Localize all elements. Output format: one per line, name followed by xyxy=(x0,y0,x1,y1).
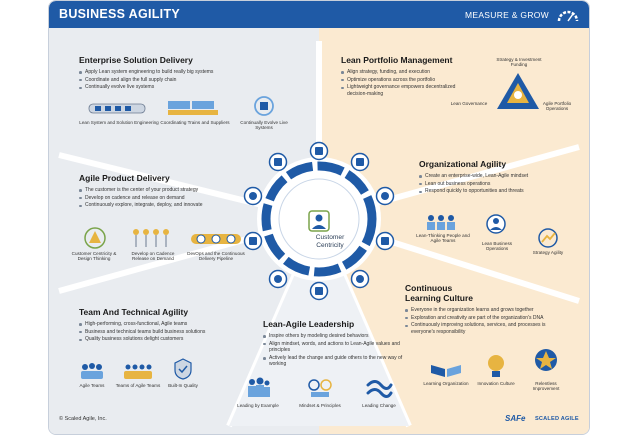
strategy-agility-icon xyxy=(538,228,558,248)
live-systems-icon xyxy=(254,96,274,116)
enterprise-panel: Enterprise Solution Delivery Apply Lean … xyxy=(79,55,279,92)
pipeline-icon xyxy=(191,234,241,244)
team-bullet: High-performing, cross-functional, Agile… xyxy=(79,321,269,327)
product-bullet: Develop on cadence and release on demand xyxy=(79,195,269,201)
team-bullet: Quality business solutions delight custo… xyxy=(79,336,269,342)
team-panel: Team And Technical Agility High-performi… xyxy=(79,307,269,344)
leadership-title: Lean-Agile Leadership xyxy=(263,319,355,329)
hub-icons xyxy=(243,141,395,301)
scaled-agile-logo: SCALED AGILE xyxy=(535,416,579,422)
section-backgrounds xyxy=(49,28,589,434)
leadership-panel: Lean-Agile Leadership Inspire others by … xyxy=(263,319,403,369)
mindset-principles-icon xyxy=(308,379,332,397)
enterprise-bullet: Apply Lean system engineering to build r… xyxy=(79,69,279,75)
leadership-caption: Leading Change xyxy=(362,403,396,408)
enterprise-title: Enterprise Solution Delivery xyxy=(79,55,193,65)
learning-bullet: Everyone in the organization learns and … xyxy=(405,307,555,313)
leadership-caption: Leading by Example xyxy=(237,403,279,408)
built-in-quality-icon xyxy=(174,358,192,380)
portfolio-caption: Agile Portfolio Operations xyxy=(542,101,572,112)
poster-frame: Customer Centricity BUSINESS AGILITY MEA… xyxy=(48,0,590,435)
business-operations-icon xyxy=(486,214,506,234)
leadership-bullet: Inspire others by modeling desired behav… xyxy=(263,333,403,339)
org-panel: Organizational Agility Create an enterpr… xyxy=(419,159,579,196)
product-caption: Develop on Cadence Release on Demand xyxy=(131,251,175,262)
learning-title-line1: Continuous xyxy=(405,283,453,293)
trains-icon xyxy=(168,101,218,115)
portfolio-panel: Lean Portfolio Management Align strategy… xyxy=(341,55,471,99)
portfolio-bullet: Optimize operations across the portfolio xyxy=(341,77,471,83)
customer-icon xyxy=(308,210,330,232)
learning-bullet: Continuously improving solutions, servic… xyxy=(405,322,555,335)
learning-caption: Relentless Improvement xyxy=(532,381,560,392)
learning-organization-icon xyxy=(431,365,461,377)
hub-label: Customer Centricity xyxy=(301,234,359,250)
leading-by-example-icon xyxy=(248,377,270,397)
hub-label-line2: Centricity xyxy=(316,242,344,249)
enterprise-caption: Lean System and Solution Engineering xyxy=(79,120,159,125)
enterprise-bullet: Continually evolve live systems xyxy=(79,84,279,90)
portfolio-triangle-icon xyxy=(497,73,539,109)
org-title: Organizational Agility xyxy=(419,159,507,169)
portfolio-caption: Strategy & Investment Funding xyxy=(496,57,542,68)
product-caption: Customer Centricity & Design Thinking xyxy=(71,251,117,262)
product-bullet: The customer is the center of your produ… xyxy=(79,187,269,193)
org-bullet: Create an enterprise-wide, Lean-Agile mi… xyxy=(419,173,579,179)
agile-teams-icon xyxy=(81,363,103,379)
enterprise-caption: Continually Evolve Live Systems xyxy=(240,120,288,131)
team-bullet: Business and technical teams build busin… xyxy=(79,329,269,335)
team-title: Team And Technical Agility xyxy=(79,307,189,317)
leadership-caption: Mindset & Principles xyxy=(299,403,341,408)
learning-bullet: Exploration and creativity are part of t… xyxy=(405,315,555,321)
learning-caption: Innovation Culture xyxy=(477,381,515,386)
leadership-bullet: Actively lead the change and guide other… xyxy=(263,355,403,368)
portfolio-caption: Lean Governance xyxy=(450,101,488,106)
innovation-culture-icon xyxy=(488,355,504,377)
teams-of-teams-icon xyxy=(124,364,152,379)
page-subtitle: MEASURE & GROW xyxy=(464,10,549,20)
team-caption: Agile Teams xyxy=(79,383,105,388)
system-engineering-icon xyxy=(88,103,146,114)
org-caption: Lean-Thinking People and Agile Teams xyxy=(416,233,470,244)
cadence-icon xyxy=(133,229,169,247)
customer-centricity-icon xyxy=(84,227,106,249)
copyright: © Scaled Agile, Inc. xyxy=(59,416,107,422)
portfolio-bullet: Lightweight governance empowers decentra… xyxy=(341,84,471,97)
learning-caption: Learning Organization xyxy=(423,381,469,386)
org-caption: Strategy Agility xyxy=(532,250,564,255)
team-caption: Teams of Agile Teams xyxy=(115,383,161,388)
org-bullet: Lean out business operations xyxy=(419,181,579,187)
team-caption: Built-In Quality xyxy=(168,383,198,388)
enterprise-bullet: Coordinate and align the full supply cha… xyxy=(79,77,279,83)
product-title: Agile Product Delivery xyxy=(79,173,170,183)
portfolio-title: Lean Portfolio Management xyxy=(341,55,453,65)
gauge-icon xyxy=(557,10,579,22)
relentless-improvement-icon xyxy=(535,349,557,371)
safe-logo: SAFe xyxy=(505,414,526,423)
product-bullet: Continuously explore, integrate, deploy,… xyxy=(79,202,269,208)
product-panel: Agile Product Delivery The customer is t… xyxy=(79,173,269,210)
org-bullet: Respond quickly to opportunities and thr… xyxy=(419,188,579,194)
product-caption: DevOps and the Continuous Delivery Pipel… xyxy=(187,251,245,262)
hub-label-line1: Customer xyxy=(315,234,345,241)
enterprise-caption: Coordinating Trains and Suppliers xyxy=(160,120,230,125)
leading-change-icon xyxy=(366,380,393,398)
people-teams-icon xyxy=(427,215,455,230)
page-title: BUSINESS AGILITY xyxy=(59,7,181,21)
leadership-bullet: Align mindset, words, and actions to Lea… xyxy=(263,341,403,354)
learning-title-line2: Learning Culture xyxy=(405,293,474,303)
org-caption: Lean Business Operations xyxy=(481,241,513,252)
header-bar: BUSINESS AGILITY MEASURE & GROW xyxy=(49,1,589,28)
portfolio-bullet: Align strategy, funding, and execution xyxy=(341,69,471,75)
